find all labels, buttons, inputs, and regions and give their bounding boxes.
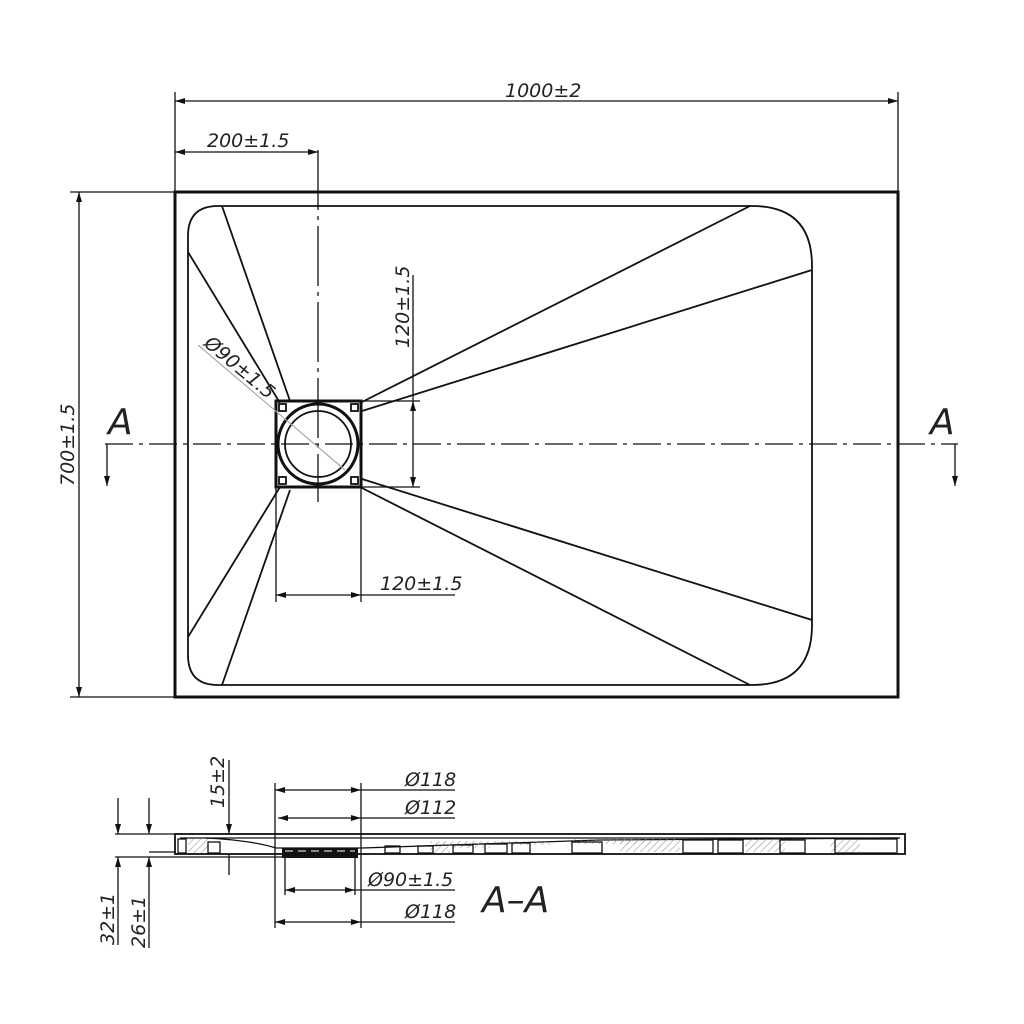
section-ribs xyxy=(177,838,898,854)
plan-view: 1000±2 200±1.5 700±1.5 120±1.5 120±1.5 Ø… xyxy=(57,80,958,699)
overall-depth-label: 700±1.5 xyxy=(57,404,79,486)
tray-basin-outline xyxy=(187,205,813,686)
slope-lines xyxy=(187,205,813,686)
drain-inner-label: Ø112 xyxy=(404,797,456,819)
overall-width-label: 1000±2 xyxy=(505,80,581,102)
section-mark-right: A xyxy=(928,402,955,443)
slope-depth-label: 15±2 xyxy=(207,756,229,808)
drain-diameter-label: Ø90±1.5 xyxy=(199,331,279,403)
drain-offset-label: 200±1.5 xyxy=(207,130,289,152)
body-height-label: 26±1 xyxy=(128,896,150,948)
drain-vertical-size-label: 120±1.5 xyxy=(392,266,414,348)
total-height-label: 32±1 xyxy=(97,893,119,945)
section-body xyxy=(174,833,906,855)
drain-diameter-leader xyxy=(197,344,346,471)
section-view: Ø118 Ø112 Ø90±1.5 Ø118 A–A 15±2 32±1 26±… xyxy=(97,756,906,948)
drain-horizontal-size-label: 120±1.5 xyxy=(380,573,462,595)
section-title: A–A xyxy=(480,880,549,921)
drain-outer-bottom-label: Ø118 xyxy=(404,901,456,923)
drain-outer-top-label: Ø118 xyxy=(404,769,456,791)
section-drain xyxy=(282,848,358,858)
section-mark-left: A xyxy=(106,402,133,443)
drain-outlet-label: Ø90±1.5 xyxy=(367,869,453,891)
